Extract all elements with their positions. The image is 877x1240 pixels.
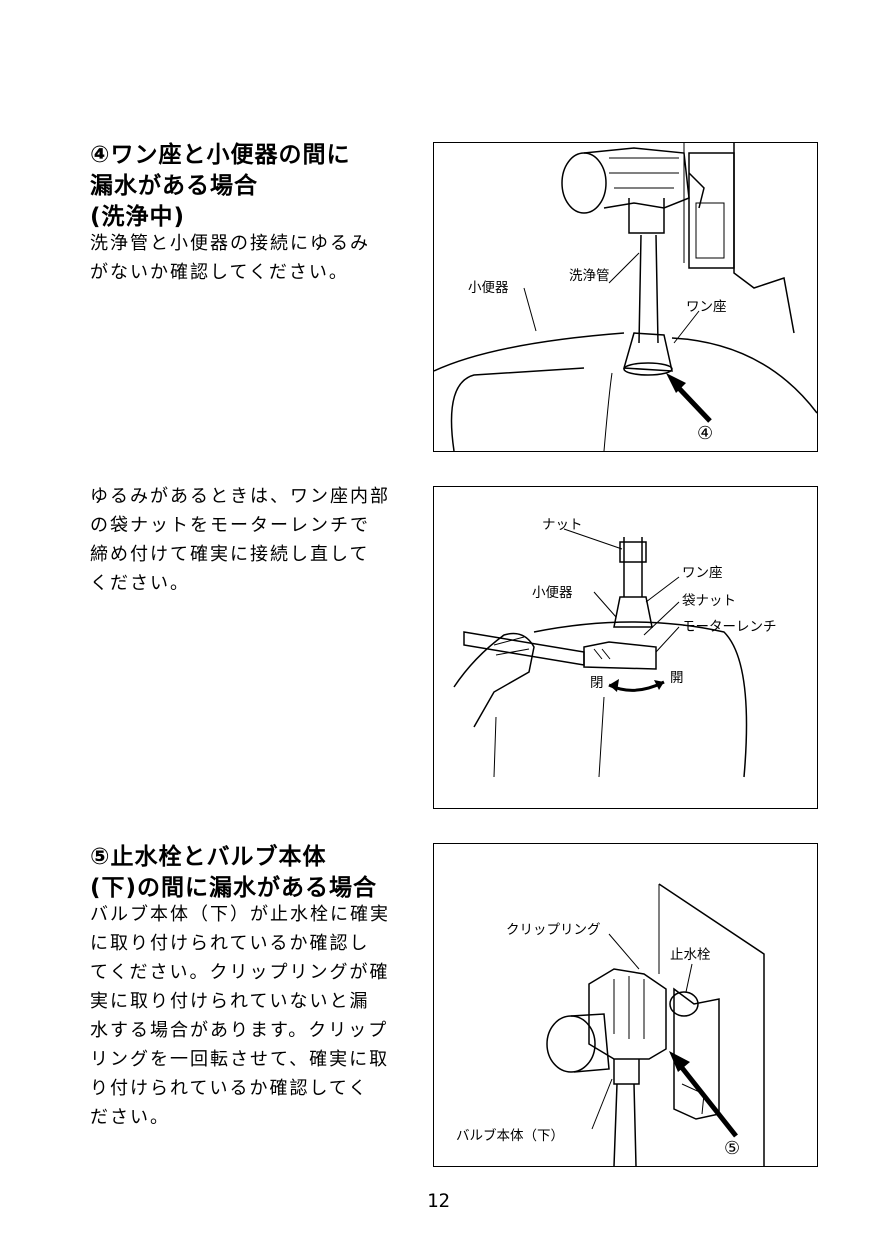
label-wrench: モーターレンチ [682, 619, 777, 635]
section5-title: ⑤止水栓とバルブ本体 (下)の間に漏水がある場合 [90, 842, 377, 904]
body-line: ゆるみがあるときは、ワン座内部 [90, 486, 390, 507]
body-line: 実に取り付けられていないと漏 [90, 991, 370, 1012]
section4b-body: ゆるみがあるときは、ワン座内部 の袋ナットをモーターレンチで 締め付けて確実に接… [90, 482, 410, 598]
label-valve-body: バルブ本体（下） [456, 1127, 564, 1144]
page-number: 12 [427, 1190, 450, 1212]
section5-title-line: ⑤止水栓とバルブ本体 [90, 844, 327, 870]
label-bag-nut: 袋ナット [682, 593, 736, 609]
figure-stop-valve: クリップリング 止水栓 バルブ本体（下） ⑤ [433, 843, 818, 1167]
section4-title-line: ④ワン座と小便器の間に [90, 142, 351, 168]
body-line: ださい。 [90, 1107, 170, 1128]
label-urinal: 小便器 [532, 585, 573, 601]
body-line: てください。クリップリングが確 [90, 962, 390, 983]
section4-title-line: 漏水がある場合 [90, 173, 258, 199]
body-line: り付けられているか確認してく [90, 1078, 369, 1099]
body-line: の袋ナットをモーターレンチで [90, 515, 370, 536]
section4-title: ④ワン座と小便器の間に 漏水がある場合 (洗浄中) [90, 140, 350, 233]
figure-wan-seat-leak: 小便器 洗浄管 ワン座 ④ [433, 142, 818, 452]
label-urinal: 小便器 [468, 280, 509, 296]
body-line: 締め付けて確実に接続し直して [90, 544, 370, 565]
label-nut: ナット [542, 517, 583, 533]
figure-motor-wrench: ナット ワン座 小便器 袋ナット モーターレンチ 閉 開 [433, 486, 818, 809]
body-line: ください。 [90, 573, 190, 594]
section4-body: 洗浄管と小便器の接続にゆるみ がないか確認してください。 [90, 229, 410, 287]
label-wan-seat: ワン座 [682, 565, 723, 581]
marker-5: ⑤ [724, 1138, 740, 1159]
body-line: 洗浄管と小便器の接続にゆるみ [90, 233, 370, 254]
body-line: リングを一回転させて、確実に取 [90, 1049, 390, 1070]
body-line: 水する場合があります。クリップ [90, 1020, 389, 1041]
marker-4: ④ [697, 423, 713, 444]
label-open: 開 [670, 670, 684, 686]
illustration-wrench: ナット ワン座 小便器 袋ナット モーターレンチ 閉 開 [453, 517, 777, 778]
illustration-wan-seat: 小便器 洗浄管 ワン座 ④ [434, 143, 817, 451]
label-flush-pipe: 洗浄管 [569, 268, 610, 284]
label-clip-ring: クリップリング [506, 922, 601, 938]
illustration-stop-valve: クリップリング 止水栓 バルブ本体（下） ⑤ [456, 883, 765, 1166]
label-close: 閉 [590, 675, 604, 691]
label-wan-seat: ワン座 [686, 299, 727, 315]
section4-title-line: (洗浄中) [90, 204, 186, 230]
section5-body: バルブ本体（下）が止水栓に確実 に取り付けられているか確認し てください。クリッ… [90, 900, 410, 1132]
body-line: がないか確認してください。 [90, 262, 349, 283]
section5-title-line: (下)の間に漏水がある場合 [90, 875, 378, 901]
label-stop-valve: 止水栓 [670, 947, 711, 963]
body-line: バルブ本体（下）が止水栓に確実 [90, 904, 390, 925]
body-line: に取り付けられているか確認し [90, 933, 370, 954]
